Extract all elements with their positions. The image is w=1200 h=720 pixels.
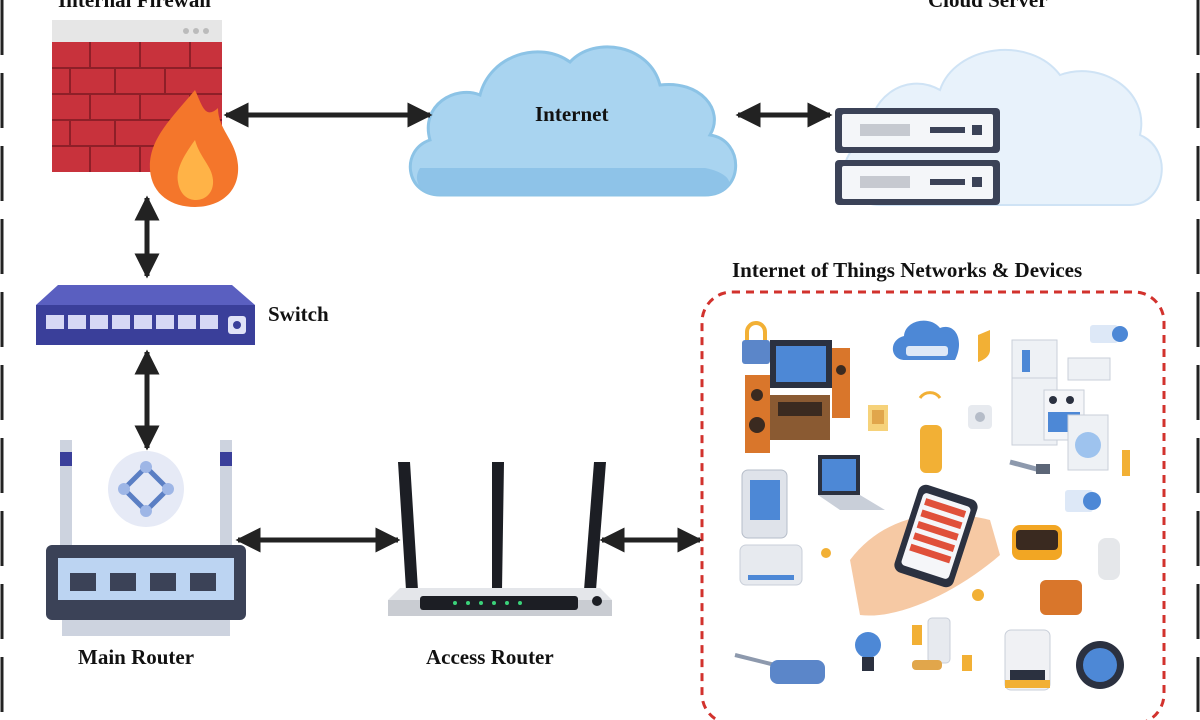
iot-group-border: [700, 290, 1166, 720]
connections: [134, 102, 833, 553]
iot-group-label: Internet of Things Networks & Devices: [732, 258, 1083, 282]
switch-icon: [36, 285, 255, 345]
left-dashed-border: [0, 0, 4, 720]
switch-label: Switch: [268, 302, 329, 326]
internal-firewall-label: Internal Firewall: [58, 0, 212, 12]
firewall-icon: [52, 20, 239, 207]
main-router-icon: [46, 440, 246, 636]
access-router-label: Access Router: [426, 645, 554, 669]
cloud-server-label: Cloud Server: [928, 0, 1048, 12]
main-router-label: Main Router: [78, 645, 195, 669]
internet-cloud-icon: [408, 45, 738, 197]
access-router-icon: [388, 462, 612, 616]
right-dashed-border: [1196, 0, 1200, 720]
iot-devices-illustration: [734, 320, 1130, 691]
cloud-server-icon: [835, 48, 1163, 206]
internet-label: Internet: [535, 102, 609, 126]
